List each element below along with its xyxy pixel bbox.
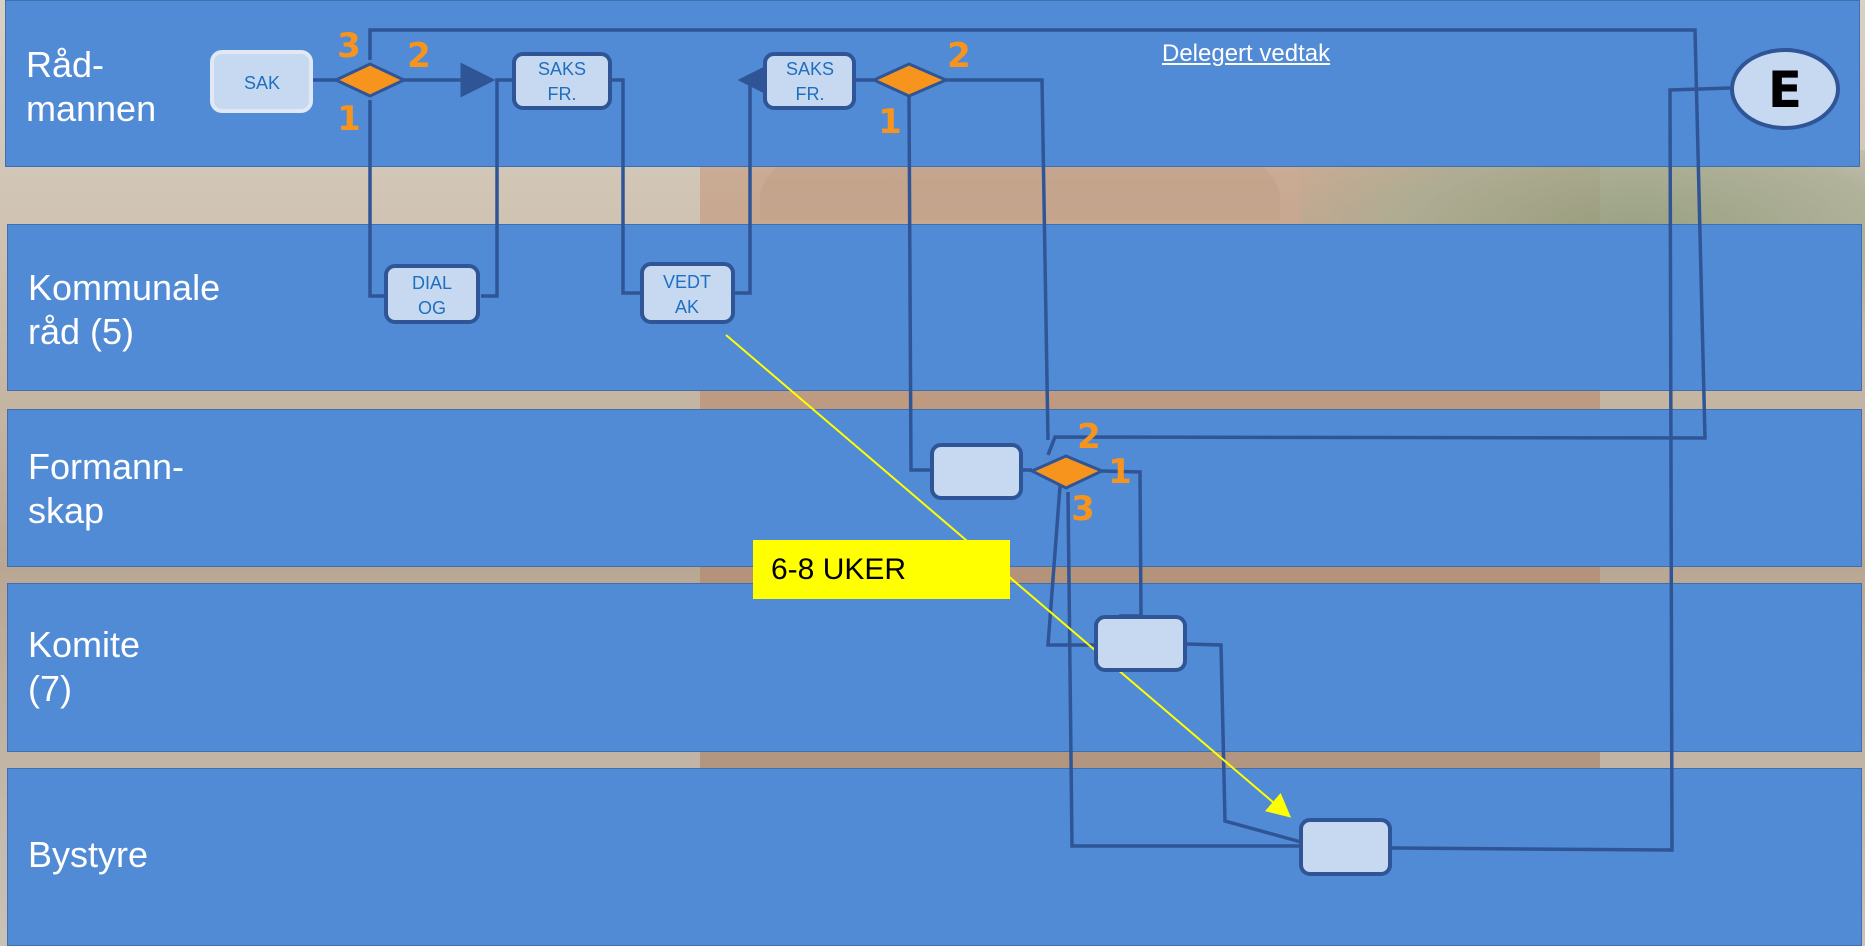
gateway-3-number-2: 2 [1077, 417, 1101, 457]
delegated-decision-link[interactable]: Delegert vedtak [1162, 40, 1331, 67]
gateway-1-number-2: 2 [407, 36, 431, 76]
gateway-3-number-3: 3 [1071, 489, 1095, 529]
task-sak[interactable]: SAK [210, 50, 313, 113]
lane-label-kommunale-rad: Kommunale råd (5) [28, 267, 221, 352]
task-vedtak-line1: VEDT [663, 272, 711, 292]
end-event-label: E [1768, 61, 1802, 119]
task-vedtak-line2: AK [675, 297, 699, 317]
lane-label-bystyre: Bystyre [28, 834, 149, 875]
task-saksfr-2-line1: SAKS [786, 59, 834, 79]
task-vedtak[interactable]: VEDT AK [640, 262, 735, 324]
gateway-2-number-1: 1 [878, 102, 902, 142]
task-dialog-line2: OG [418, 298, 446, 318]
gateway-1-number-3: 3 [337, 26, 361, 66]
task-dialog-line1: DIAL [412, 273, 452, 293]
task-saksfr-2[interactable]: SAKS FR. [763, 52, 856, 110]
lane-kommunale-rad: Kommunale råd (5) [7, 224, 1862, 391]
gateway-3-number-1: 1 [1108, 452, 1132, 492]
task-saksfr-2-line2: FR. [796, 84, 825, 104]
lane-label-komite: Komite (7) [28, 624, 141, 709]
connectors [310, 28, 1731, 852]
building-roof [760, 160, 1280, 220]
lane-radmannen: Råd- mannen [5, 0, 1860, 167]
lane-komite: Komite (7) [7, 583, 1862, 752]
task-sak-label: SAK [244, 73, 280, 93]
lane-label-radmannen: Råd- mannen [26, 44, 157, 129]
task-saksfr-1-line2: FR. [548, 84, 577, 104]
task-saksfr-1[interactable]: SAKS FR. [512, 52, 612, 110]
duration-note: 6-8 UKER [753, 540, 1010, 599]
lane-bystyre: Bystyre [7, 768, 1862, 946]
gateway-2-number-2: 2 [947, 36, 971, 76]
gateway-radmannen-1[interactable] [332, 62, 408, 98]
task-formannskap[interactable] [930, 443, 1023, 500]
task-komite[interactable] [1094, 615, 1187, 672]
gateway-1-number-1: 1 [337, 99, 361, 139]
task-dialog[interactable]: DIAL OG [384, 264, 480, 324]
gateway-formannskap[interactable] [1028, 454, 1106, 490]
task-bystyre[interactable] [1299, 818, 1392, 876]
gateway-radmannen-2[interactable] [870, 62, 950, 98]
task-saksfr-1-line1: SAKS [538, 59, 586, 79]
end-event[interactable]: E [1730, 48, 1840, 130]
lane-label-formannskap: Formann- skap [28, 446, 185, 531]
